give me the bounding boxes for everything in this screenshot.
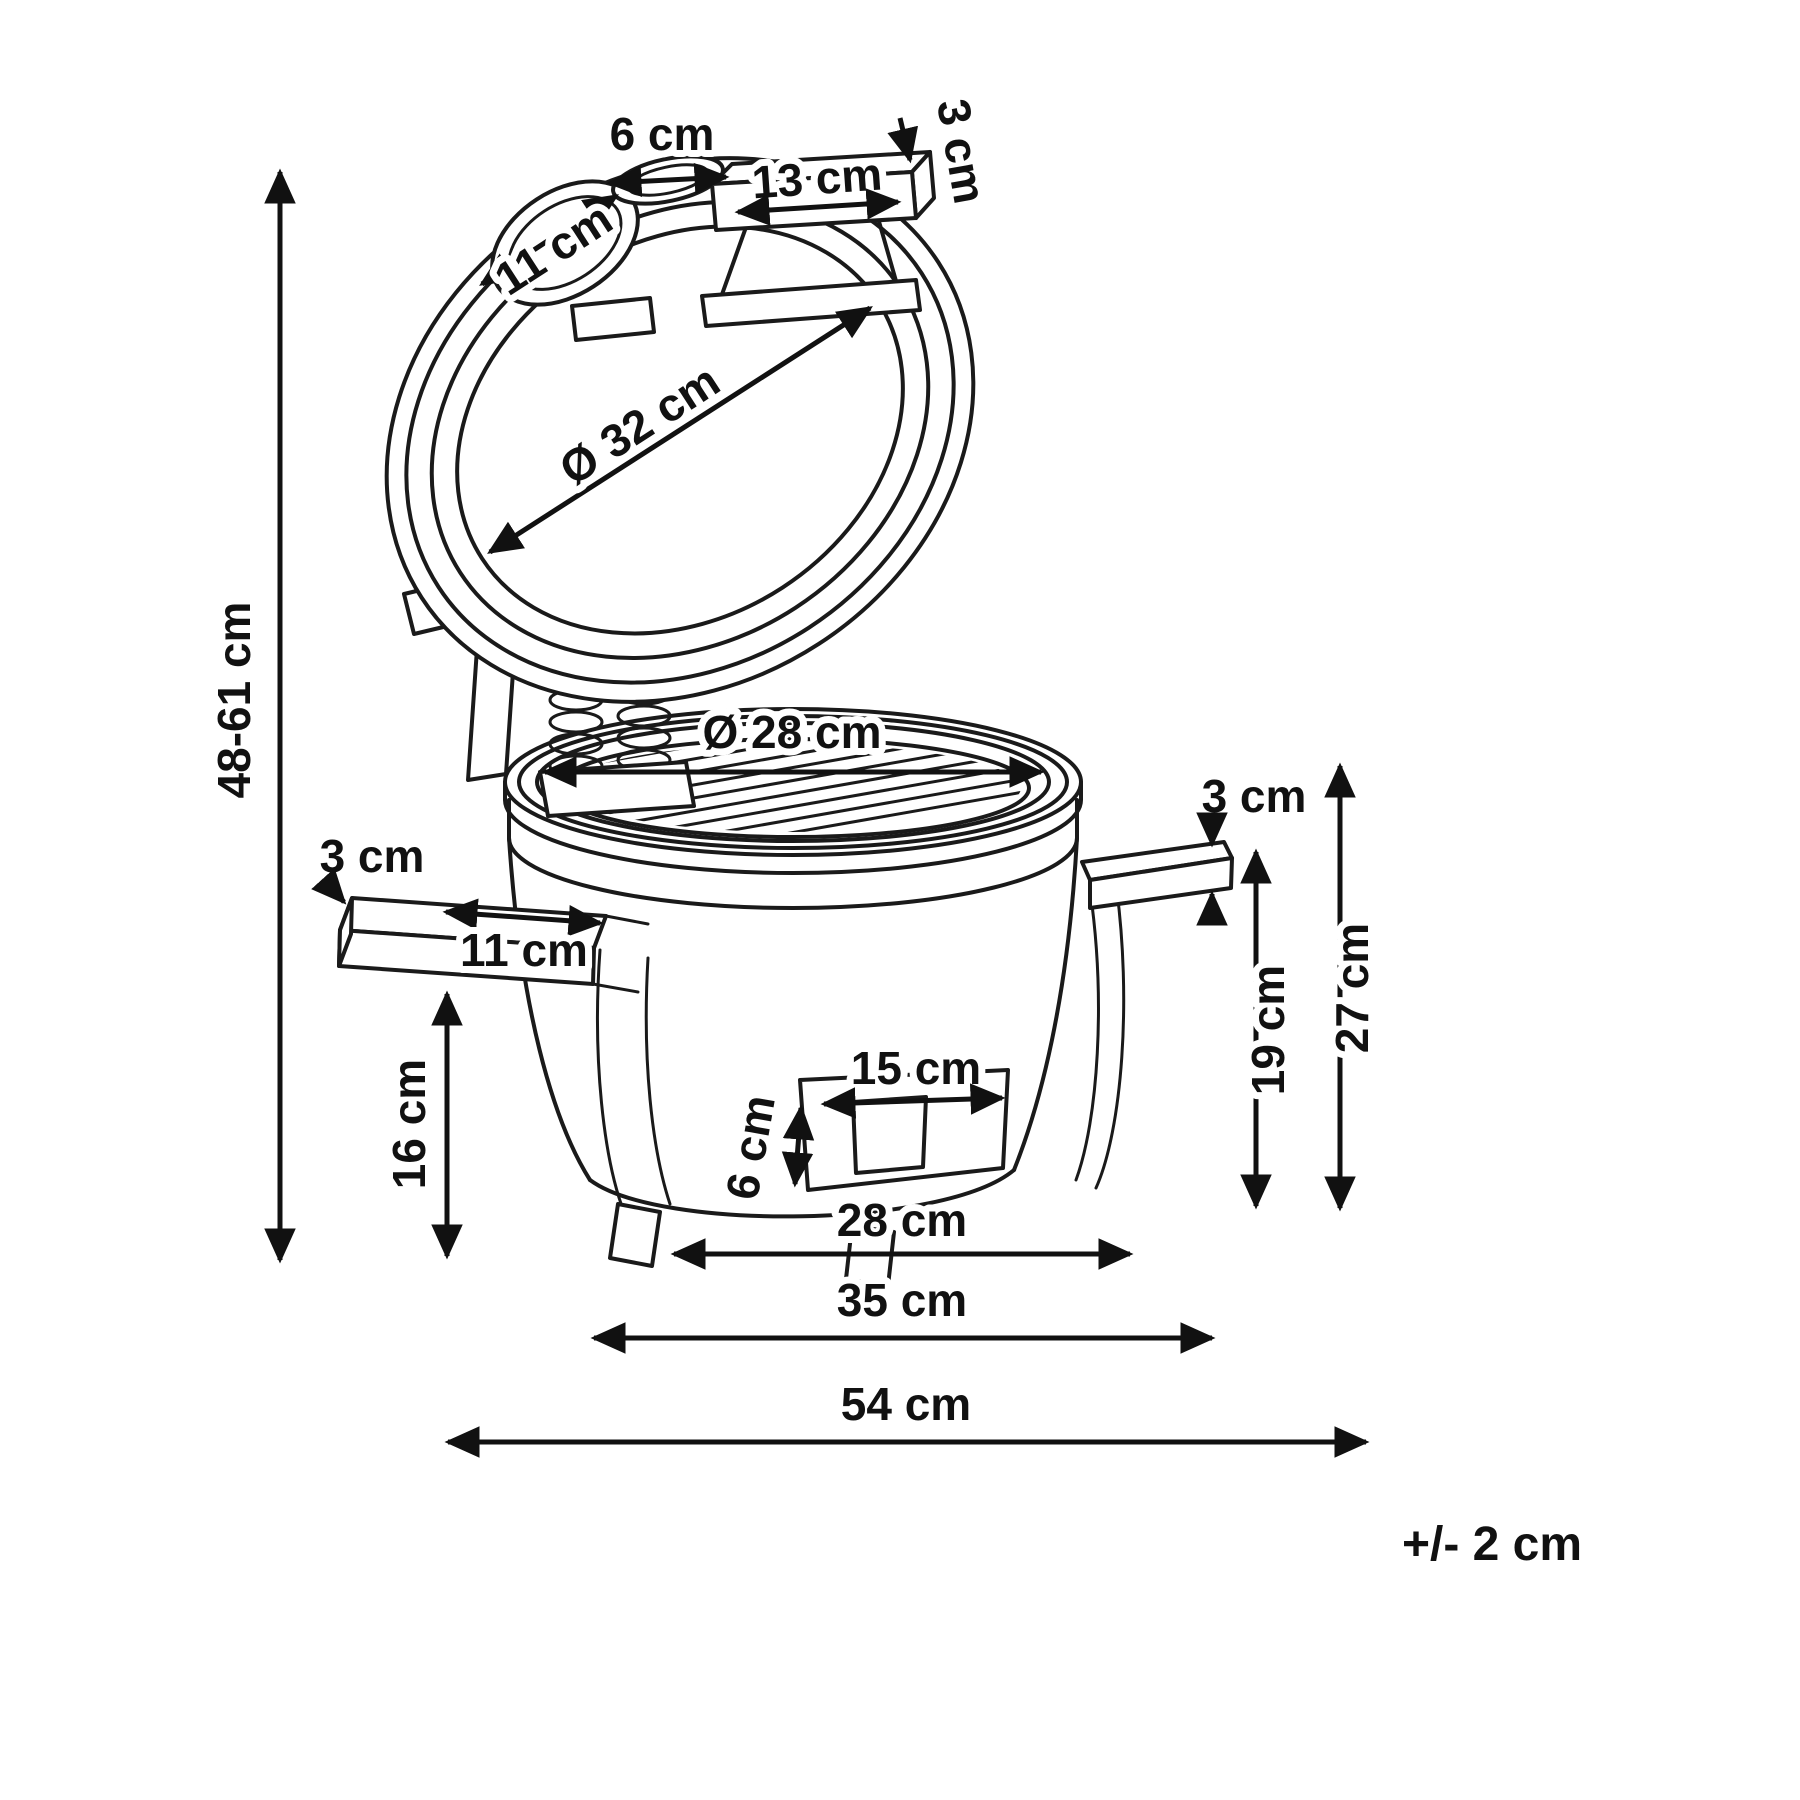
dim-line <box>820 1083 1006 1119</box>
body-band-2 <box>507 798 1079 910</box>
dim-label: 54 cm <box>841 1378 971 1430</box>
grill-body <box>503 707 1126 1288</box>
dim-right-total-height: 27 cm <box>1319 762 1385 1212</box>
dim-line <box>479 193 619 287</box>
dim-right-shelf-height: 19 cm <box>1235 848 1301 1210</box>
stand-left-outer <box>596 948 626 1214</box>
body-band-1 <box>503 780 1083 875</box>
dim-left-shelf-length: 11 cm <box>442 898 604 983</box>
dim-label: 3 cm <box>1202 770 1307 822</box>
right-shelf <box>1080 840 1234 910</box>
dim-vent-height: 6 cm <box>709 1084 815 1210</box>
dim-label: 19 cm <box>1242 965 1294 1095</box>
dim-label: 27 cm <box>1326 923 1378 1053</box>
body-side-left <box>507 836 592 1182</box>
foot-left <box>608 1202 662 1268</box>
lid-latch <box>570 296 656 342</box>
dim-lid-vent-opening: 6 cm <box>603 101 730 198</box>
stand-right-outer <box>1074 888 1100 1182</box>
body-bottom <box>588 1168 1016 1219</box>
dim-label: 28 cm <box>837 1194 967 1246</box>
handle-leg-left <box>718 228 747 302</box>
dim-total-width: 54 cm <box>444 1371 1370 1458</box>
dim-line <box>781 1104 815 1188</box>
tolerance-note: +/- 2 cm <box>1395 1511 1589 1578</box>
body-side-right <box>1012 836 1079 1172</box>
dim-line <box>606 162 730 198</box>
dim-line <box>734 188 902 226</box>
right-shelf-front <box>1088 856 1234 910</box>
dim-line <box>487 305 873 555</box>
dim-label: 35 cm <box>837 1274 967 1326</box>
stand-left-inner <box>644 956 672 1206</box>
dim-left-shelf-thickness: 3 cm <box>311 823 431 905</box>
left-shelf-end <box>337 896 354 968</box>
dim-label: 11 cm <box>460 924 588 976</box>
dim-label: 6 cm <box>610 108 715 160</box>
dim-total-height: 48-61 cm <box>201 168 296 1264</box>
dim-left-ground-clearance: 16 cm <box>376 990 463 1260</box>
dim-right-shelf-thickness: 3 cm <box>1195 763 1313 926</box>
dim-label: 13 cm <box>750 148 884 209</box>
left-shelf-bracket-bottom <box>591 982 640 994</box>
left-shelf-bracket-top <box>604 914 650 926</box>
dim-body-width: 35 cm <box>590 1267 1216 1354</box>
dim-grate-diameter: Ø 28 cm <box>541 699 1045 788</box>
dim-label: 3 cm <box>320 830 425 882</box>
dim-line <box>311 868 347 905</box>
tolerance-label: +/- 2 cm <box>1402 1518 1582 1571</box>
dim-label: 6 cm <box>716 1091 785 1203</box>
dim-lid-handle-length: 13 cm <box>734 141 902 226</box>
dim-label: 3 cm <box>927 95 996 207</box>
handle-leg-right <box>876 216 900 290</box>
dim-base-width: 28 cm <box>670 1187 1134 1270</box>
dim-vent-width: 15 cm <box>820 1035 1006 1119</box>
stand-right-inner <box>1094 882 1126 1190</box>
dim-label: Ø 28 cm <box>703 706 882 758</box>
dim-line <box>442 898 604 937</box>
dim-line <box>887 117 919 164</box>
bottom-vent-slider <box>851 1095 928 1175</box>
dim-label: 48-61 cm <box>208 602 260 799</box>
dim-label: 15 cm <box>851 1042 981 1094</box>
dim-label: 16 cm <box>383 1059 435 1189</box>
